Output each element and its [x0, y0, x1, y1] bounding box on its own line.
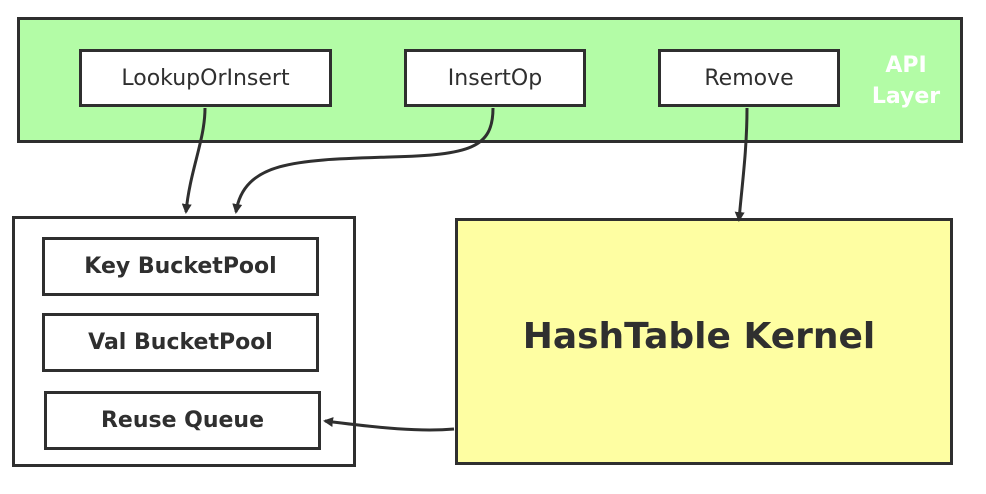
lookup-or-insert-node: LookupOrInsert: [79, 49, 332, 107]
edge-kernel-to-reuse-queue: [323, 417, 455, 432]
edge-insert-to-storage: [232, 107, 495, 214]
remove-label: Remove: [704, 65, 794, 91]
reuse-queue-node: Reuse Queue: [44, 391, 321, 450]
reuse-queue-label: Reuse Queue: [100, 408, 265, 433]
edge-lookup-to-storage: [181, 107, 207, 214]
remove-node: Remove: [658, 49, 840, 107]
api-layer-label-line1: API: [885, 53, 927, 78]
lookup-or-insert-label: LookupOrInsert: [121, 65, 290, 91]
insert-op-label: InsertOp: [447, 65, 543, 91]
key-bucket-pool-node: Key BucketPool: [42, 237, 319, 296]
edge-remove-to-kernel: [734, 107, 749, 222]
val-bucket-pool-label: Val BucketPool: [88, 330, 273, 355]
api-layer-label: API Layer: [858, 50, 954, 112]
hashtable-kernel-label: HashTable Kernel: [522, 316, 876, 357]
hashtable-kernel-node: HashTable Kernel: [455, 218, 953, 465]
val-bucket-pool-node: Val BucketPool: [42, 313, 319, 372]
insert-op-node: InsertOp: [404, 49, 586, 107]
api-layer-label-line2: Layer: [871, 84, 941, 109]
key-bucket-pool-label: Key BucketPool: [84, 254, 277, 279]
